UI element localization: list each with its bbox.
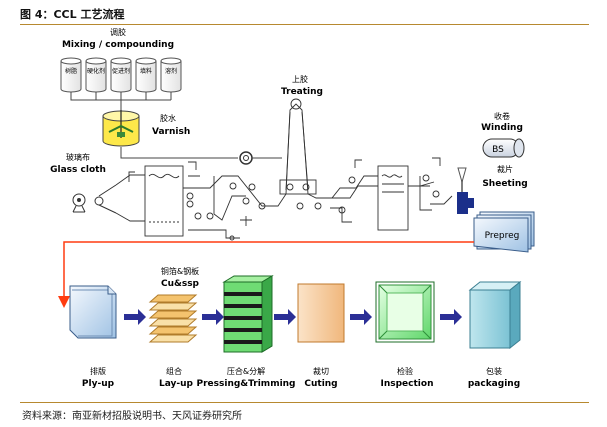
tank-label: 填料 xyxy=(140,67,152,75)
flow-arrow xyxy=(440,309,462,325)
varnish-pipe xyxy=(120,147,238,159)
varnish-cn-label: 胶水 xyxy=(160,113,176,123)
source-note: 资料来源：南亚新材招股说明书、天风证券研究所 xyxy=(22,411,242,422)
prepreg-label: Prepreg xyxy=(485,231,520,241)
header-divider xyxy=(20,24,589,25)
ply-up-cn-label: 排版 xyxy=(90,366,106,376)
lay-up-cn-label: 组合 xyxy=(166,366,182,376)
feed-pipes xyxy=(70,92,172,112)
treating-cn-label: 上胶 xyxy=(292,74,308,84)
ply-up-icon xyxy=(69,285,117,339)
flow-arrow xyxy=(124,309,146,325)
sheeting-cutter xyxy=(457,167,474,214)
tank-label: 促进剂 xyxy=(112,67,130,75)
mixing-tanks: 树脂 硬化剂 促进剂 填料 溶剂 xyxy=(60,57,182,93)
packaging-cn-label: 包装 xyxy=(486,366,502,376)
cutting-icon xyxy=(297,283,345,343)
tank-label: 溶剂 xyxy=(165,67,177,75)
glass-cloth-unwinder xyxy=(72,184,117,214)
figure-title: 图 4：CCL 工艺流程 xyxy=(20,8,125,21)
bs-roll-label: BS xyxy=(492,145,504,155)
resin-tank: 树脂 xyxy=(60,57,82,93)
packaging-en-label: packaging xyxy=(468,379,520,389)
winding-cn-label: 收卷 xyxy=(494,111,510,121)
winding-en-label: Winding xyxy=(481,123,523,133)
sheeting-en-label: Sheeting xyxy=(482,179,527,189)
sheeting-cn-label: 裁片 xyxy=(497,164,513,174)
inspection-icon xyxy=(375,281,435,343)
solvent-tank: 溶剂 xyxy=(160,57,182,93)
varnish-valve xyxy=(239,151,253,165)
footer-divider xyxy=(20,402,589,403)
mixing-cn-label: 调胶 xyxy=(110,27,126,37)
varnish-en-label: Varnish xyxy=(152,127,190,137)
tank-label: 硬化剂 xyxy=(87,67,105,75)
flow-arrow xyxy=(274,309,296,325)
packaging-icon xyxy=(468,280,522,350)
hardener-tank: 硬化剂 xyxy=(85,57,107,93)
prepreg-stack: Prepreg xyxy=(473,211,535,253)
filler-tank: 填料 xyxy=(135,57,157,93)
press-icon xyxy=(222,275,274,353)
lay-up-en-label: Lay-up xyxy=(159,379,194,389)
treating-en-label: Treating xyxy=(281,87,323,97)
ply-up-en-label: Ply-up xyxy=(82,379,115,389)
treating-line xyxy=(115,98,453,241)
lay-up-icon xyxy=(148,294,198,343)
cutting-cn-label: 裁切 xyxy=(313,366,329,376)
varnish-mixer xyxy=(102,110,140,147)
inspection-cn-label: 检验 xyxy=(397,366,413,376)
glass-cloth-en-label: Glass cloth xyxy=(50,165,106,175)
flow-arrow xyxy=(202,309,224,325)
tank-label: 树脂 xyxy=(65,67,77,75)
glass-cloth-cn-label: 玻璃布 xyxy=(66,152,90,162)
copper-cn-label: 铜箔&钢板 xyxy=(161,266,199,276)
bs-roll: BS xyxy=(482,138,525,158)
copper-en-label: Cu&ssp xyxy=(161,279,200,289)
flow-arrow xyxy=(350,309,372,325)
inspection-en-label: Inspection xyxy=(381,379,434,389)
prepreg-return-line xyxy=(58,241,474,308)
cutting-en-label: Cuting xyxy=(304,379,337,389)
pressing-en-label: Pressing&Trimming xyxy=(197,379,296,389)
mixing-en-label: Mixing / compounding xyxy=(62,40,174,50)
pressing-cn-label: 压合&分解 xyxy=(227,366,265,376)
accelerator-tank: 促进剂 xyxy=(110,57,132,93)
